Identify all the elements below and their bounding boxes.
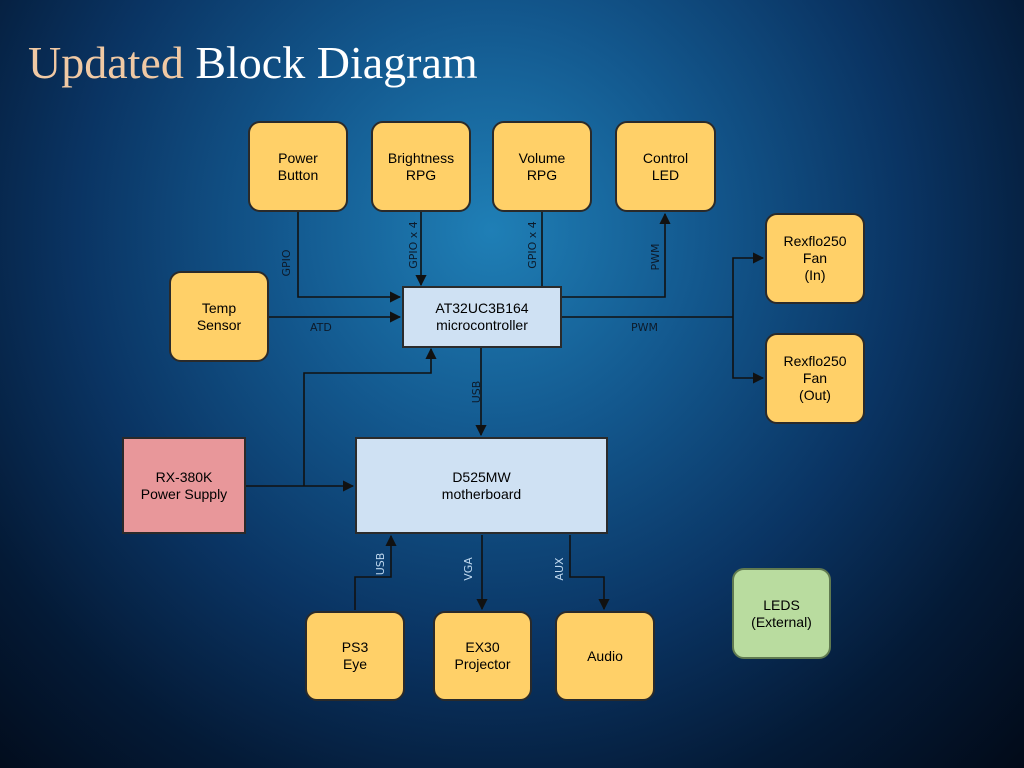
label-vga: VGA [462, 557, 475, 581]
label-aux: AUX [553, 557, 566, 581]
label-pwm-fan: PWM [631, 321, 659, 334]
block-ex30-projector: EX30 Projector [433, 611, 532, 701]
line-motherboard-audio [569, 535, 610, 611]
line-psu-mcu [303, 347, 437, 486]
line-fan-in [732, 252, 765, 317]
block-power-button: Power Button [248, 121, 348, 212]
block-control-led: Control LED [615, 121, 716, 212]
page-title: Updated Block Diagram [28, 34, 478, 92]
block-motherboard: D525MW motherboard [355, 437, 608, 534]
title-block-diagram: Block Diagram [195, 37, 478, 88]
block-microcontroller: AT32UC3B164 microcontroller [402, 286, 562, 348]
block-volume-rpg: Volume RPG [492, 121, 592, 212]
line-power-button-mcu [297, 212, 402, 303]
line-volume-mcu [541, 212, 563, 298]
block-power-supply: RX-380K Power Supply [122, 437, 246, 534]
label-atd: ATD [310, 321, 332, 334]
line-eye-motherboard [354, 534, 397, 610]
block-ps3-eye: PS3 Eye [305, 611, 405, 701]
label-gpio-x4-brightness: GPIO x 4 [407, 221, 420, 269]
line-mcu-control-led [563, 212, 671, 298]
block-audio: Audio [555, 611, 655, 701]
block-leds-external: LEDS (External) [732, 568, 831, 659]
label-usb-eye: USB [374, 552, 387, 576]
block-brightness-rpg: Brightness RPG [371, 121, 471, 212]
label-gpio-x4-volume: GPIO x 4 [526, 221, 539, 269]
block-temp-sensor: Temp Sensor [169, 271, 269, 362]
label-gpio: GPIO [280, 249, 293, 277]
label-pwm-led: PWM [649, 243, 662, 271]
line-fan-out [732, 317, 765, 384]
block-fan-out: Rexflo250 Fan (Out) [765, 333, 865, 424]
label-usb-mcu: USB [470, 380, 483, 404]
block-fan-in: Rexflo250 Fan (In) [765, 213, 865, 304]
title-updated: Updated [28, 37, 184, 88]
